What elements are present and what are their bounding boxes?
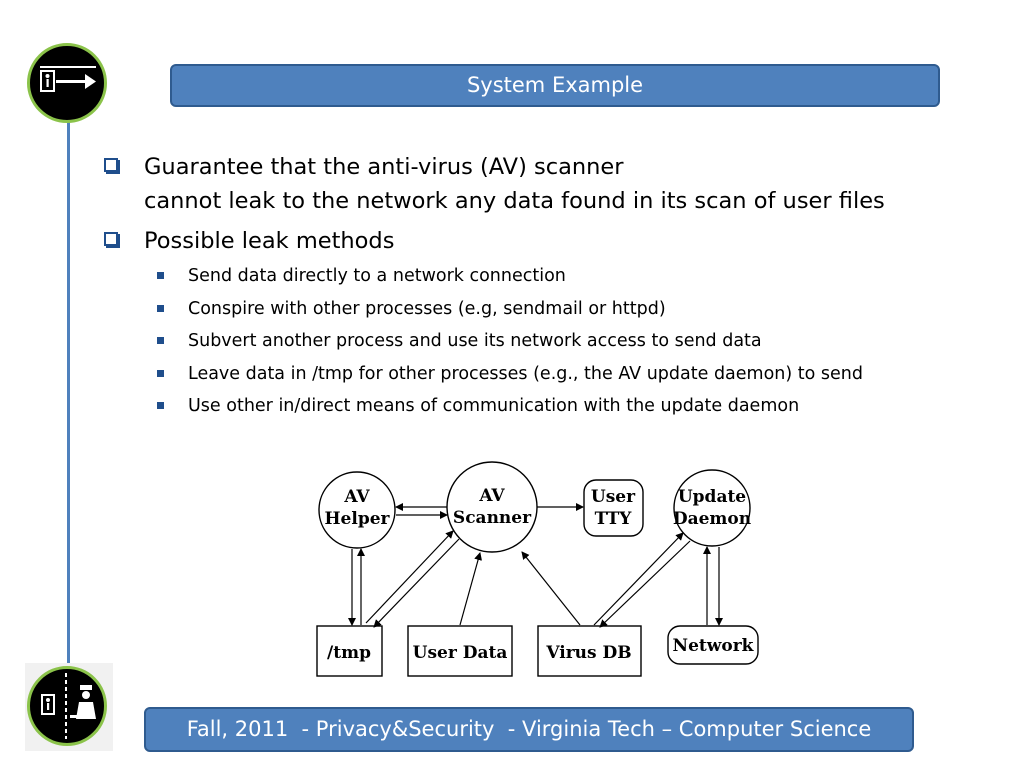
- list-item-text: Send data directly to a network connecti…: [188, 266, 566, 286]
- node-tmp: /tmp: [316, 625, 383, 677]
- node-av-helper: AV Helper: [318, 471, 396, 549]
- list-item-text: Conspire with other processes (e.g, send…: [188, 298, 666, 319]
- node-user-data-label: User Data: [413, 643, 508, 663]
- node-av-scanner-line1: AV: [478, 486, 505, 506]
- node-update-daemon-line2: Daemon: [673, 509, 751, 529]
- bullet-text-line: cannot leak to the network any data foun…: [144, 188, 885, 214]
- slide-title: System Example: [170, 64, 940, 107]
- left-rule-line: [67, 120, 70, 680]
- list-item: Conspire with other processes (e.g, send…: [104, 293, 984, 326]
- system-diagram: AV Helper AV Scanner User TTY Update Dae…: [316, 461, 759, 677]
- node-update-daemon-line1: Update: [678, 487, 746, 507]
- node-user-tty-line1: User: [591, 487, 636, 507]
- arrow-daemon-to-virusdb: [599, 540, 691, 628]
- list-item-text: Subvert another process and use its netw…: [188, 331, 762, 351]
- arrow-virusdb-to-scanner: [521, 551, 581, 626]
- node-network: Network: [667, 625, 759, 665]
- square-bullet-icon: [157, 304, 164, 312]
- list-item-text: Use other in/direct means of communicati…: [188, 396, 800, 416]
- bullet-guarantee: Guarantee that the anti-virus (AV) scann…: [104, 150, 984, 218]
- node-user-tty: User TTY: [583, 479, 644, 537]
- arrow-scanner-to-tmp: [373, 538, 460, 628]
- list-item-text: Leave data in /tmp for other processes (…: [188, 363, 863, 384]
- arrow-userdata-to-scanner: [459, 552, 482, 626]
- checkbox-bullet-icon: [104, 232, 118, 246]
- leak-methods-list: Send data directly to a network connecti…: [104, 260, 984, 423]
- node-av-scanner: AV Scanner: [446, 461, 538, 553]
- slide-body: Guarantee that the anti-virus (AV) scann…: [104, 150, 984, 423]
- square-bullet-icon: [157, 337, 164, 344]
- arrow-virusdb-to-daemon: [593, 532, 684, 626]
- checkbox-bullet-icon: [104, 158, 118, 172]
- bullet-text: Possible leak methods: [144, 228, 395, 254]
- list-item: Send data directly to a network connecti…: [104, 260, 984, 293]
- node-virus-db-label: Virus DB: [545, 643, 631, 663]
- node-update-daemon: Update Daemon: [673, 469, 751, 547]
- node-av-scanner-line2: Scanner: [453, 508, 532, 528]
- node-user-tty-line2: TTY: [595, 509, 633, 529]
- list-item: Use other in/direct means of communicati…: [104, 390, 984, 423]
- bullet-leak-methods: Possible leak methods: [104, 224, 984, 258]
- slide-footer: Fall, 2011 - Privacy&Security - Virginia…: [144, 707, 914, 752]
- node-av-helper-line2: Helper: [325, 509, 391, 529]
- footer-logo: [25, 663, 113, 751]
- node-tmp-label: /tmp: [327, 643, 371, 663]
- exit-door-logo-icon: [27, 43, 107, 123]
- guard-door-logo-icon: [27, 666, 107, 746]
- square-bullet-icon: [157, 272, 164, 279]
- node-virus-db: Virus DB: [537, 625, 642, 677]
- node-av-helper-line1: AV: [343, 487, 370, 507]
- square-bullet-icon: [157, 402, 164, 409]
- square-bullet-icon: [157, 369, 164, 377]
- list-item: Subvert another process and use its netw…: [104, 325, 984, 358]
- node-network-label: Network: [673, 636, 755, 656]
- bullet-text-line: Guarantee that the anti-virus (AV) scann…: [144, 154, 624, 180]
- arrow-tmp-to-scanner: [365, 530, 454, 624]
- node-user-data: User Data: [407, 625, 513, 677]
- list-item: Leave data in /tmp for other processes (…: [104, 358, 984, 391]
